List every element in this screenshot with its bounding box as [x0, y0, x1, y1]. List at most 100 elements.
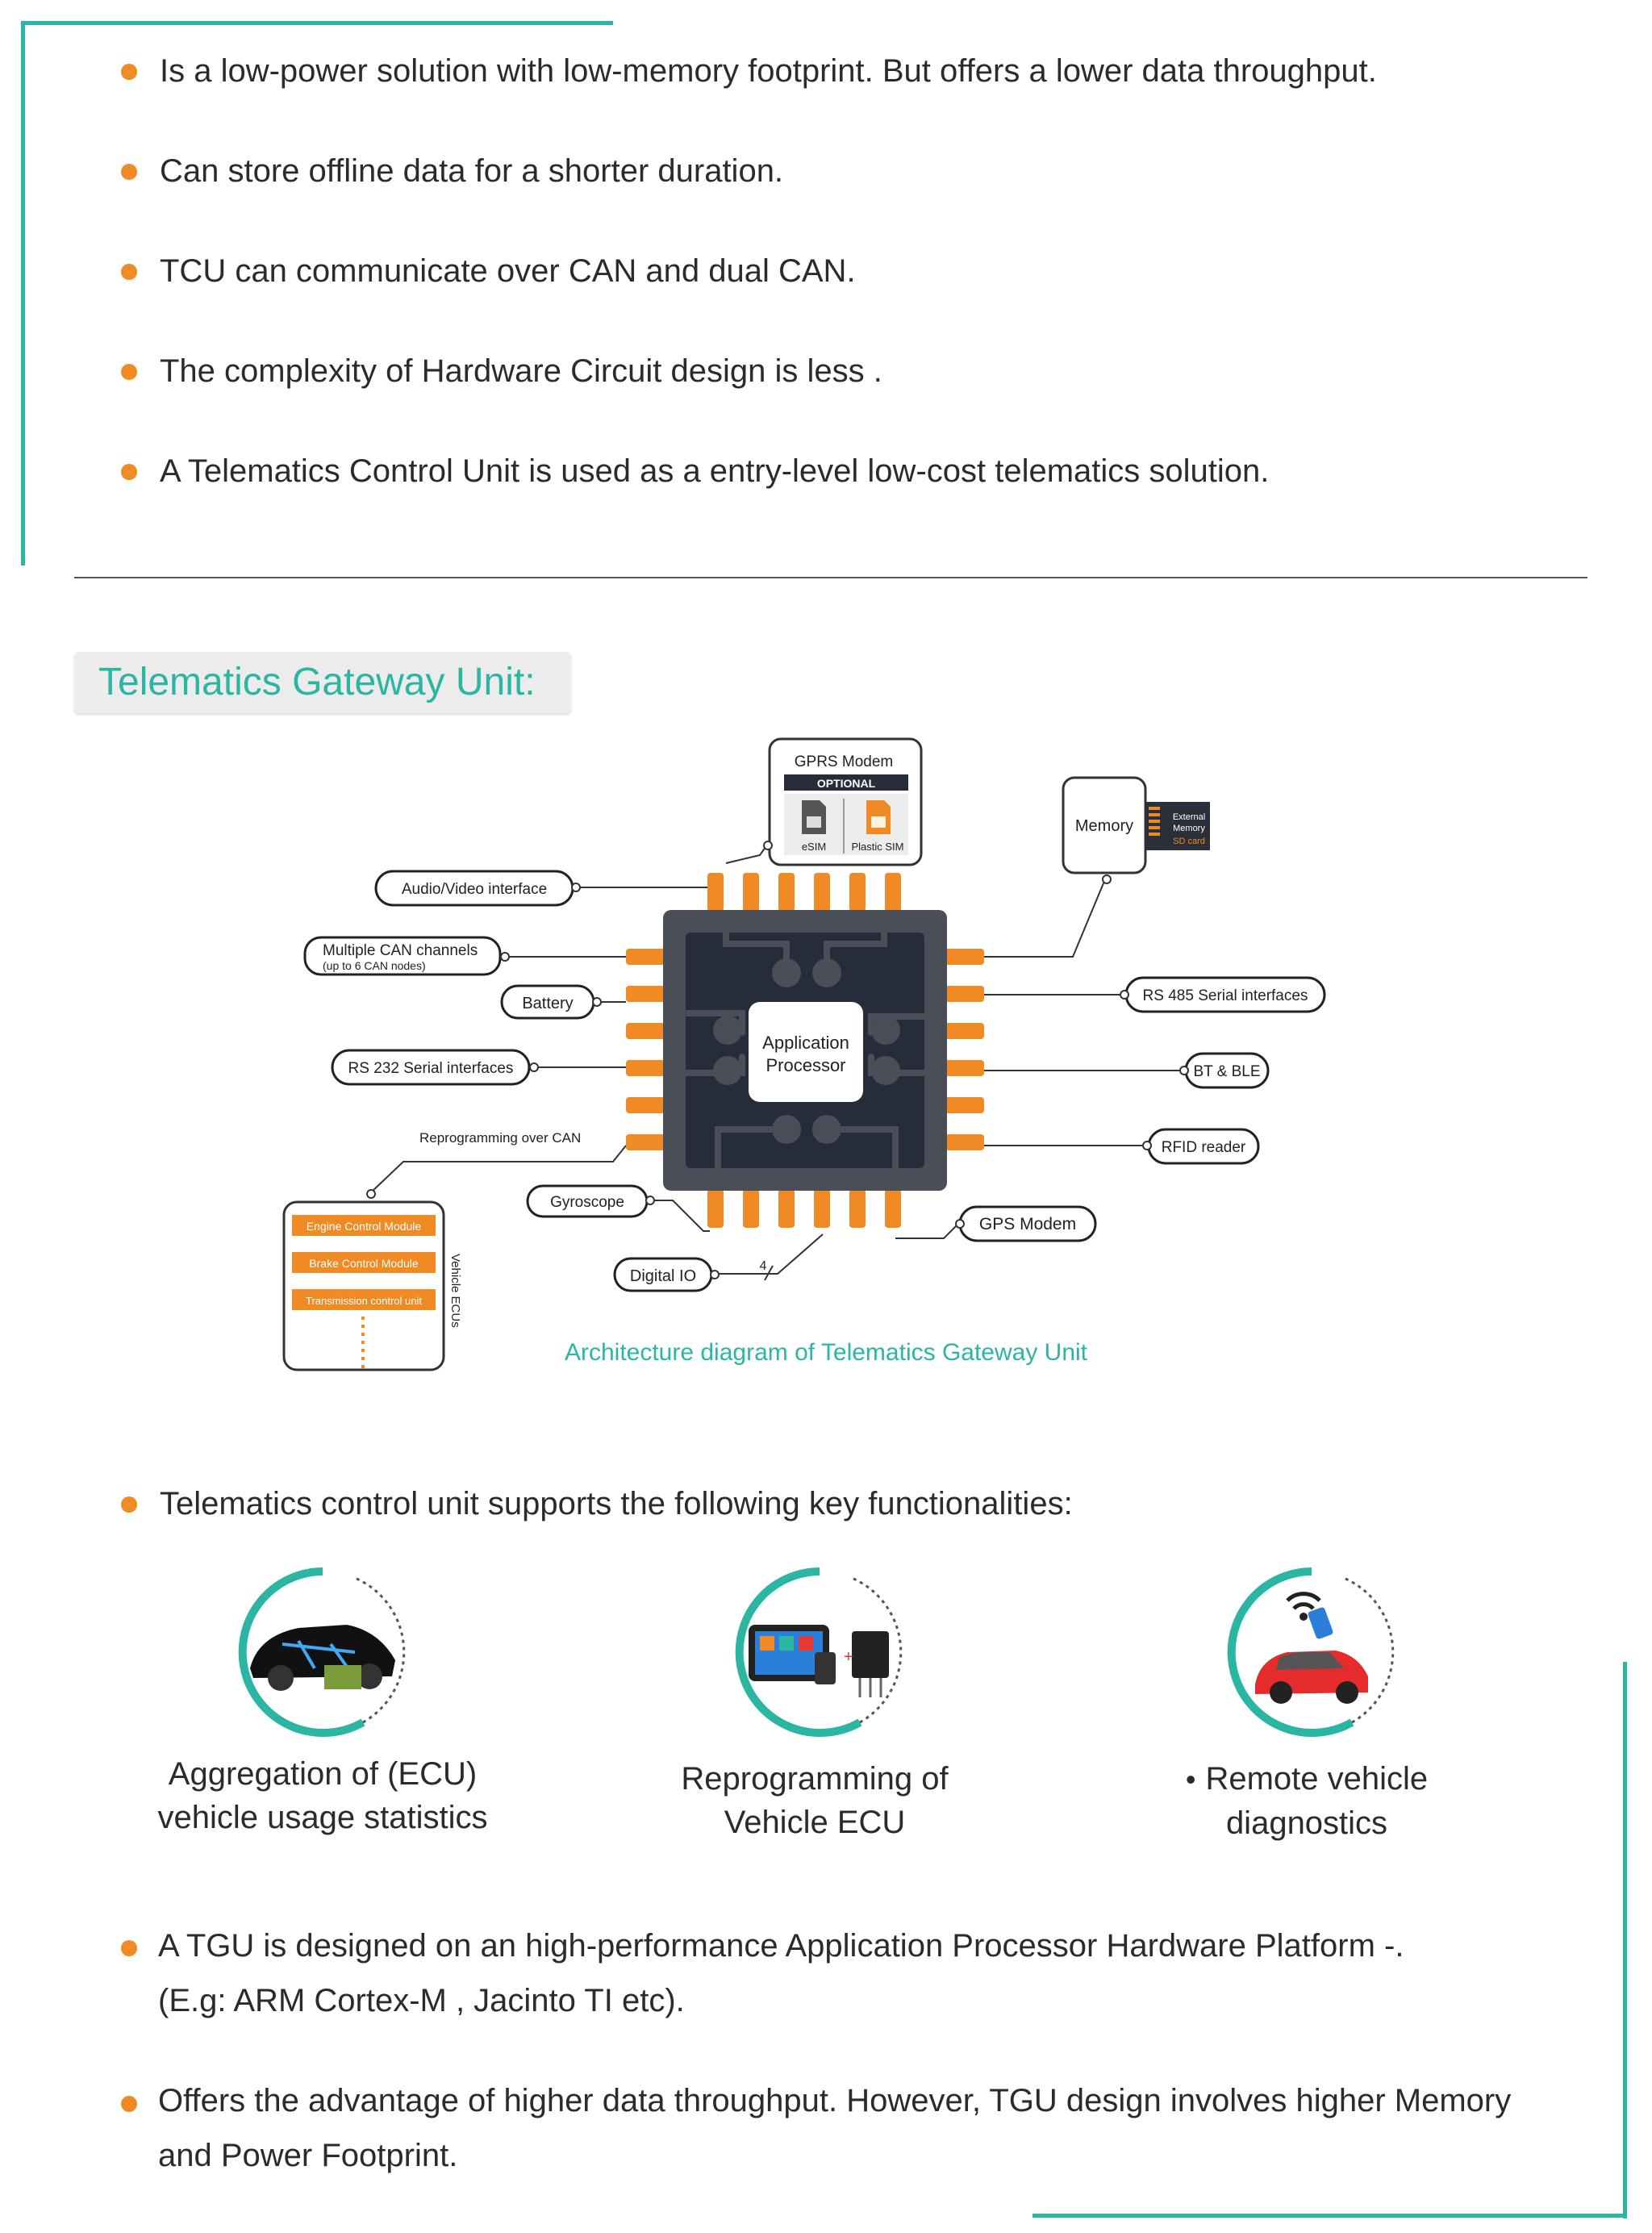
- chip-pin-left: [626, 1097, 665, 1113]
- frame-line-top: [21, 21, 613, 25]
- ecu-module: [292, 1289, 436, 1310]
- vehicle-ecus-label: Vehicle ECUs: [448, 1254, 462, 1328]
- chip-pin-left: [626, 949, 665, 965]
- connector-gps: [895, 1223, 959, 1239]
- rs485-label: RS 485 Serial interfaces: [1143, 987, 1308, 1004]
- chip-pin-top: [814, 873, 830, 912]
- gprs-optional: OPTIONAL: [817, 777, 876, 790]
- feature-line: diagnostics: [1225, 1805, 1388, 1841]
- diagnostic-tablet-icon: +: [735, 1567, 903, 1737]
- vehicle-ecus-box: [282, 1200, 445, 1371]
- can-channels-pill: [303, 936, 502, 976]
- gyroscope-label: Gyroscope: [550, 1194, 624, 1211]
- feature-aggregation: Aggregation of (ECU) vehicle usage stati…: [129, 1752, 516, 1839]
- bullet-item: Is a low-power solution with low-memory …: [121, 53, 1377, 90]
- connector-gprs: [725, 843, 769, 864]
- architecture-diagram: Application Processor GPRS Modem OPTIONA…: [282, 737, 1326, 1371]
- chip-pin-bottom: [885, 1189, 901, 1228]
- chip-pin-bottom: [849, 1189, 866, 1228]
- connector-reprogramming: [370, 1145, 627, 1193]
- sd-card-icon: [1145, 802, 1210, 850]
- bus-slash: [764, 1265, 774, 1281]
- feature-remote-diagnostics: •Remote vehicle diagnostics: [1113, 1757, 1500, 1845]
- bullet-dot: [121, 1496, 137, 1513]
- digital-io-label: Digital IO: [630, 1267, 696, 1285]
- chip-pin-top: [707, 873, 724, 912]
- chip-pin-right: [945, 1023, 984, 1039]
- frame-line-bottom: [1032, 2214, 1627, 2218]
- bullet-dot: [121, 363, 137, 380]
- bullet-line: and Power Footprint.: [158, 2138, 458, 2173]
- chip-pin-bottom: [778, 1189, 795, 1228]
- connector-digital-io: [715, 1233, 824, 1275]
- chip-pin-left: [626, 986, 665, 1002]
- functionalities-intro-text: Telematics control unit supports the fol…: [160, 1486, 1073, 1521]
- chip-pin-bottom: [707, 1189, 724, 1228]
- chip-pin-top: [778, 873, 795, 912]
- bus-width-label: 4: [760, 1259, 767, 1273]
- remote-car-wifi-icon: [1227, 1567, 1395, 1737]
- connector-gyroscope: [650, 1200, 710, 1232]
- car-ecu-icon: [238, 1567, 406, 1737]
- bullet-dot: [121, 1940, 137, 1956]
- feature-line: Vehicle ECU: [724, 1805, 906, 1840]
- diagram-caption-text: Architecture diagram of Telematics Gatew…: [564, 1339, 1088, 1366]
- chip-pin-right: [945, 949, 984, 965]
- chip-pin-bottom: [814, 1189, 830, 1228]
- sd-line-3: SD card: [1173, 837, 1205, 846]
- bullet-dot: [121, 2096, 137, 2112]
- bullet-line: (E.g: ARM Cortex-M , Jacinto TI etc).: [158, 1983, 685, 2018]
- svg-text:+: +: [844, 1648, 853, 1666]
- chip-pin-bottom: [743, 1189, 759, 1228]
- ecu-module: [292, 1215, 436, 1236]
- bullet-text: A Telematics Control Unit is used as a e…: [160, 453, 1270, 489]
- chip-pin-left: [626, 1023, 665, 1039]
- bullet-paragraph: Offers the advantage of higher data thro…: [158, 2073, 1610, 2183]
- frame-line-right: [1623, 1662, 1627, 2218]
- bullet-item: A Telematics Control Unit is used as a e…: [121, 453, 1269, 490]
- feature-line-text: Remote vehicle: [1205, 1761, 1429, 1797]
- bullet-dot: [121, 163, 137, 180]
- chip-pin-top: [849, 873, 866, 912]
- audio-video-label: Audio/Video interface: [402, 881, 547, 898]
- chip-pin-right: [945, 1134, 984, 1150]
- feature-reprogramming: Reprogramming of Vehicle ECU: [621, 1757, 1008, 1844]
- ecu-1-label: Engine Control Module: [307, 1220, 422, 1233]
- bullet-line: A TGU is designed on an high-performance…: [158, 1928, 1404, 1964]
- feature-line: •Remote vehicle: [1185, 1761, 1429, 1797]
- chip-pin-top: [885, 873, 901, 912]
- bullet-item: The complexity of Hardware Circuit desig…: [121, 353, 882, 390]
- connector-memory: [952, 879, 1106, 958]
- bullet-text: Is a low-power solution with low-memory …: [160, 53, 1377, 89]
- can-nodes-label: (up to 6 CAN nodes): [323, 959, 426, 972]
- can-channels-label: Multiple CAN channels: [323, 942, 478, 959]
- bullet-item: Can store offline data for a shorter dur…: [121, 153, 783, 190]
- functionalities-intro: Telematics control unit supports the fol…: [121, 1486, 1073, 1522]
- processor-label-2: Processor: [766, 1055, 845, 1075]
- feature-line: vehicle usage statistics: [157, 1800, 488, 1835]
- diagram-caption: Architecture diagram of Telematics Gatew…: [0, 1339, 1652, 1367]
- chip-pin-left: [626, 1134, 665, 1150]
- chip-pin-right: [945, 986, 984, 1002]
- bullet-dot: [121, 63, 137, 80]
- feature-line: Aggregation of (ECU): [168, 1756, 478, 1792]
- reprogramming-label: Reprogramming over CAN: [419, 1130, 581, 1146]
- rs232-label: RS 232 Serial interfaces: [348, 1060, 514, 1077]
- processor-label-1: Application: [762, 1033, 849, 1053]
- bullet-dot: [121, 263, 137, 280]
- ecu-2-label: Brake Control Module: [309, 1257, 419, 1270]
- ecu-3-label: Transmission control unit: [306, 1295, 422, 1307]
- chip-pin-top: [743, 873, 759, 912]
- section-divider: [74, 577, 1587, 578]
- rfid-label: RFID reader: [1162, 1139, 1246, 1156]
- sd-line-1: External: [1173, 812, 1205, 822]
- memory-label: Memory: [1075, 817, 1133, 835]
- frame-line-left: [21, 21, 25, 566]
- battery-label: Battery: [522, 995, 573, 1012]
- gprs-optional-bar: [784, 774, 908, 791]
- bullet-line: Offers the advantage of higher data thro…: [158, 2083, 1512, 2118]
- processor-box: [749, 1002, 863, 1102]
- ecu-module: [292, 1252, 436, 1273]
- gps-label: GPS Modem: [979, 1215, 1076, 1233]
- chip-pin-right: [945, 1060, 984, 1076]
